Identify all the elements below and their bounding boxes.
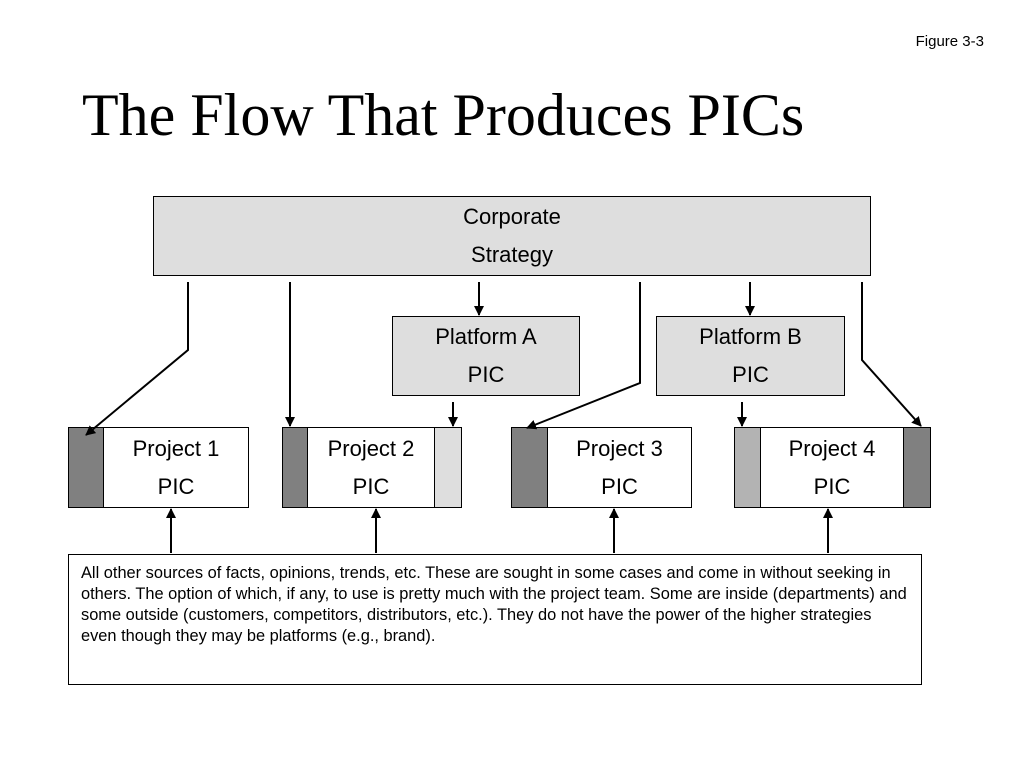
project-2-line1: Project 2	[327, 435, 415, 461]
corporate-strategy-line2: Strategy	[471, 242, 553, 267]
project-4-line1: Project 4	[788, 435, 876, 461]
arrow-corporate-to-project-1	[85, 282, 189, 436]
page-title: The Flow That Produces PICs	[82, 82, 805, 148]
project-4-corporate-strip	[903, 428, 930, 507]
project-4-platform-b-strip	[735, 428, 761, 507]
platform-b-line2: PIC	[732, 362, 769, 387]
project-3-box: Project 3 PIC	[511, 427, 692, 508]
project-2-platform-a-strip	[434, 428, 461, 507]
project-2-line2: PIC	[352, 473, 390, 499]
project-2-label: Project 2 PIC	[308, 428, 434, 507]
project-1-corporate-strip	[69, 428, 104, 507]
project-4-line2: PIC	[813, 473, 851, 499]
other-sources-note: All other sources of facts, opinions, tr…	[68, 554, 922, 685]
project-1-box: Project 1 PIC	[68, 427, 249, 508]
project-4-label: Project 4 PIC	[761, 428, 903, 507]
project-3-line2: PIC	[601, 473, 638, 499]
platform-a-box: Platform A PIC	[392, 316, 580, 396]
project-2-corporate-strip	[283, 428, 308, 507]
project-2-box: Project 2 PIC	[282, 427, 462, 508]
project-3-corporate-strip	[512, 428, 548, 507]
project-1-line2: PIC	[157, 473, 195, 499]
figure-label: Figure 3-3	[915, 33, 984, 50]
corporate-strategy-line1: Corporate	[463, 204, 561, 229]
project-1-label: Project 1 PIC	[104, 428, 248, 507]
platform-b-box: Platform B PIC	[656, 316, 845, 396]
corporate-strategy-box: Corporate Strategy	[153, 196, 871, 276]
project-1-line1: Project 1	[132, 435, 220, 461]
platform-a-line2: PIC	[467, 362, 505, 387]
platform-a-line1: Platform A	[435, 324, 537, 349]
project-3-line1: Project 3	[576, 435, 663, 461]
project-4-box: Project 4 PIC	[734, 427, 931, 508]
arrow-corporate-to-project-4	[861, 282, 922, 427]
project-3-label: Project 3 PIC	[548, 428, 691, 507]
platform-b-line1: Platform B	[699, 324, 802, 349]
